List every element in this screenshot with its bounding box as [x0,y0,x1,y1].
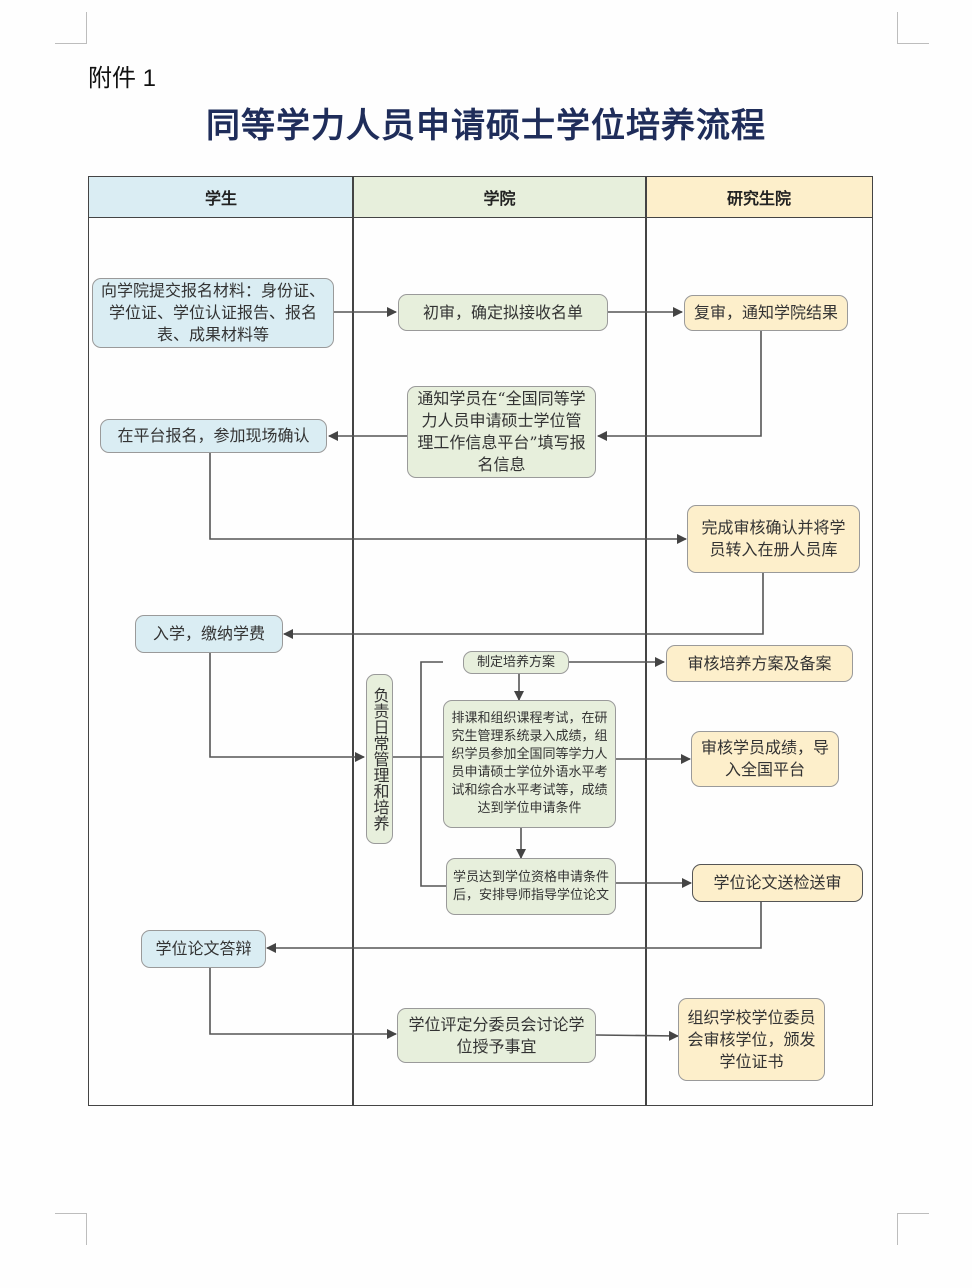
lane-header-graduate-school: 研究生院 [646,177,872,218]
step-platform-register: 在平台报名，参加现场确认 [100,419,327,453]
crop-mark-top-right-v [897,12,898,44]
step-initial-review: 初审，确定拟接收名单 [398,294,608,331]
step-courses-exams: 排课和组织课程考试，在研究生管理系统录入成绩，组织学员参加全国同等学力人员申请硕… [443,700,616,828]
step-re-review: 复审，通知学院结果 [684,295,848,331]
step-committee-discuss: 学位评定分委员会讨论学位授予事宜 [397,1008,596,1063]
step-daily-management: 负责日常管理和培养 [366,674,393,844]
crop-mark-top-right-h [897,43,929,44]
step-enroll-pay: 入学，缴纳学费 [135,615,283,653]
crop-mark-top-left-v [86,12,87,44]
attachment-label: 附件 1 [88,65,157,92]
step-thesis-review: 学位论文送检送审 [692,864,863,902]
crop-mark-top-left-h [55,43,87,44]
step-thesis-defense: 学位论文答辩 [141,930,266,968]
lane-divider-1 [352,177,354,1105]
crop-mark-bottom-right-v [897,1213,898,1245]
step-review-scores: 审核学员成绩，导入全国平台 [691,731,839,787]
lane-header-college: 学院 [353,177,646,218]
swimlane-table: 学生 学院 研究生院 [88,176,873,1106]
step-make-plan: 制定培养方案 [463,651,569,674]
crop-mark-bottom-left-h [55,1213,87,1214]
step-complete-review: 完成审核确认并将学员转入在册人员库 [687,505,860,573]
crop-mark-bottom-right-h [897,1213,929,1214]
step-review-plan: 审核培养方案及备案 [666,645,853,682]
crop-mark-bottom-left-v [86,1213,87,1245]
step-submit-materials: 向学院提交报名材料：身份证、学位证、学位认证报告、报名表、成果材料等 [92,278,334,348]
step-assign-advisor: 学员达到学位资格申请条件后，安排导师指导学位论文 [446,858,616,915]
lane-header-student: 学生 [89,177,353,218]
page-title: 同等学力人员申请硕士学位培养流程 [206,106,766,146]
step-award-degree: 组织学校学位委员会审核学位，颁发学位证书 [678,998,825,1081]
lane-divider-2 [645,177,647,1105]
step-notify-platform: 通知学员在“全国同等学力人员申请硕士学位管理工作信息平台”填写报名信息 [407,386,596,478]
